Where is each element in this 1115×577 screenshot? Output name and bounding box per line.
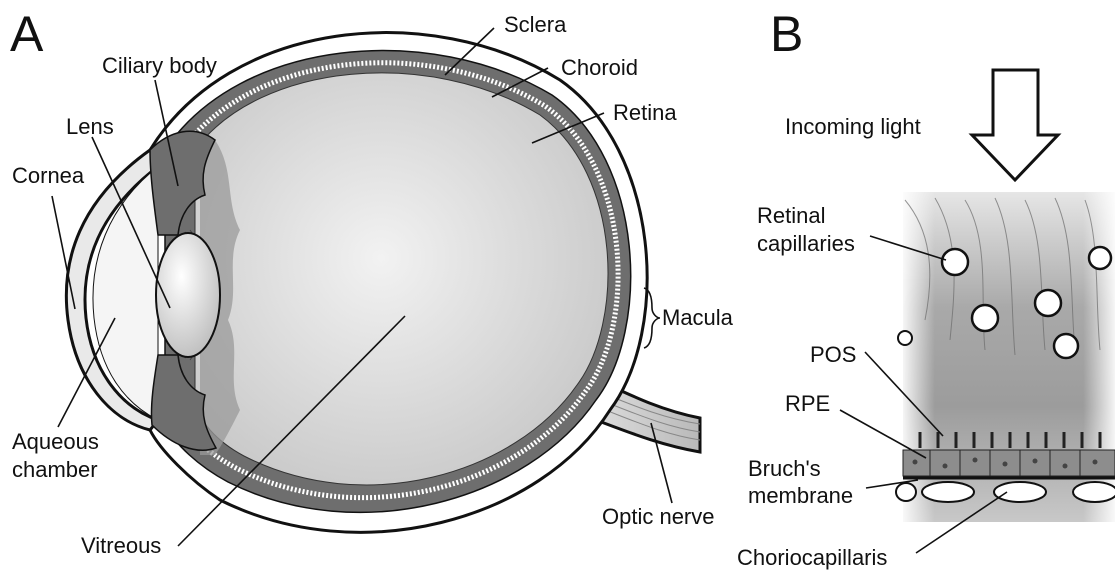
label-choroid: Choroid [561,55,638,80]
label-ciliary-body: Ciliary body [102,53,217,78]
label-retinal-capillaries-line2: capillaries [757,231,855,256]
label-sclera: Sclera [504,12,567,37]
label-lens: Lens [66,114,114,139]
label-aqueous-line1: Aqueous [12,429,99,454]
panel-letter-b: B [770,6,803,62]
incoming-light-arrow [972,70,1058,180]
label-aqueous-line2: chamber [12,457,98,482]
label-optic-nerve: Optic nerve [602,504,715,529]
label-bruchs-line1: Bruch's [748,456,821,481]
label-cornea: Cornea [12,163,85,188]
label-vitreous: Vitreous [81,533,161,558]
label-bruchs-line2: membrane [748,483,853,508]
label-rpe: RPE [785,391,830,416]
label-incoming-light: Incoming light [785,114,921,139]
label-choriocapillaris: Choriocapillaris [737,545,887,570]
lens [156,233,220,357]
label-retina: Retina [613,100,677,125]
label-retinal-capillaries-line1: Retinal [757,203,825,228]
panel-letter-a: A [10,6,44,62]
label-macula: Macula [662,305,734,330]
label-pos: POS [810,342,856,367]
choriocapillaris [896,482,1115,502]
rpe-layer [903,450,1115,476]
retina-section-diagram [896,70,1115,522]
